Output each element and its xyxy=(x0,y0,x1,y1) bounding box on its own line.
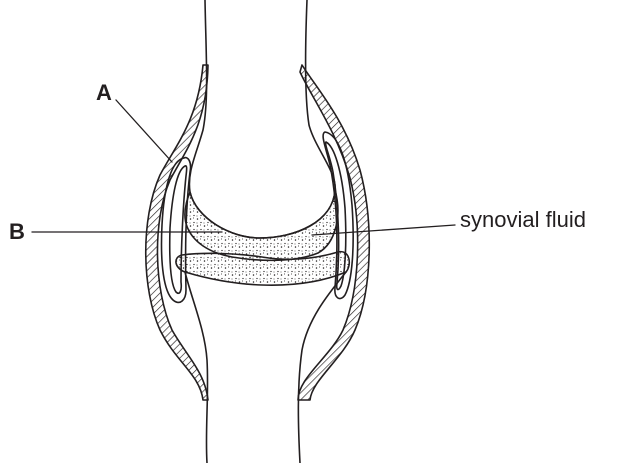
label-synovial-fluid: synovial fluid xyxy=(460,207,586,233)
upper-cartilage xyxy=(185,190,338,260)
label-a: A xyxy=(96,80,112,106)
upper-bone-outline xyxy=(189,0,335,238)
label-b: B xyxy=(9,219,25,245)
lower-cartilage xyxy=(176,252,349,286)
leader-line-a xyxy=(116,100,172,162)
left-synovial-membrane-inner xyxy=(170,166,187,293)
